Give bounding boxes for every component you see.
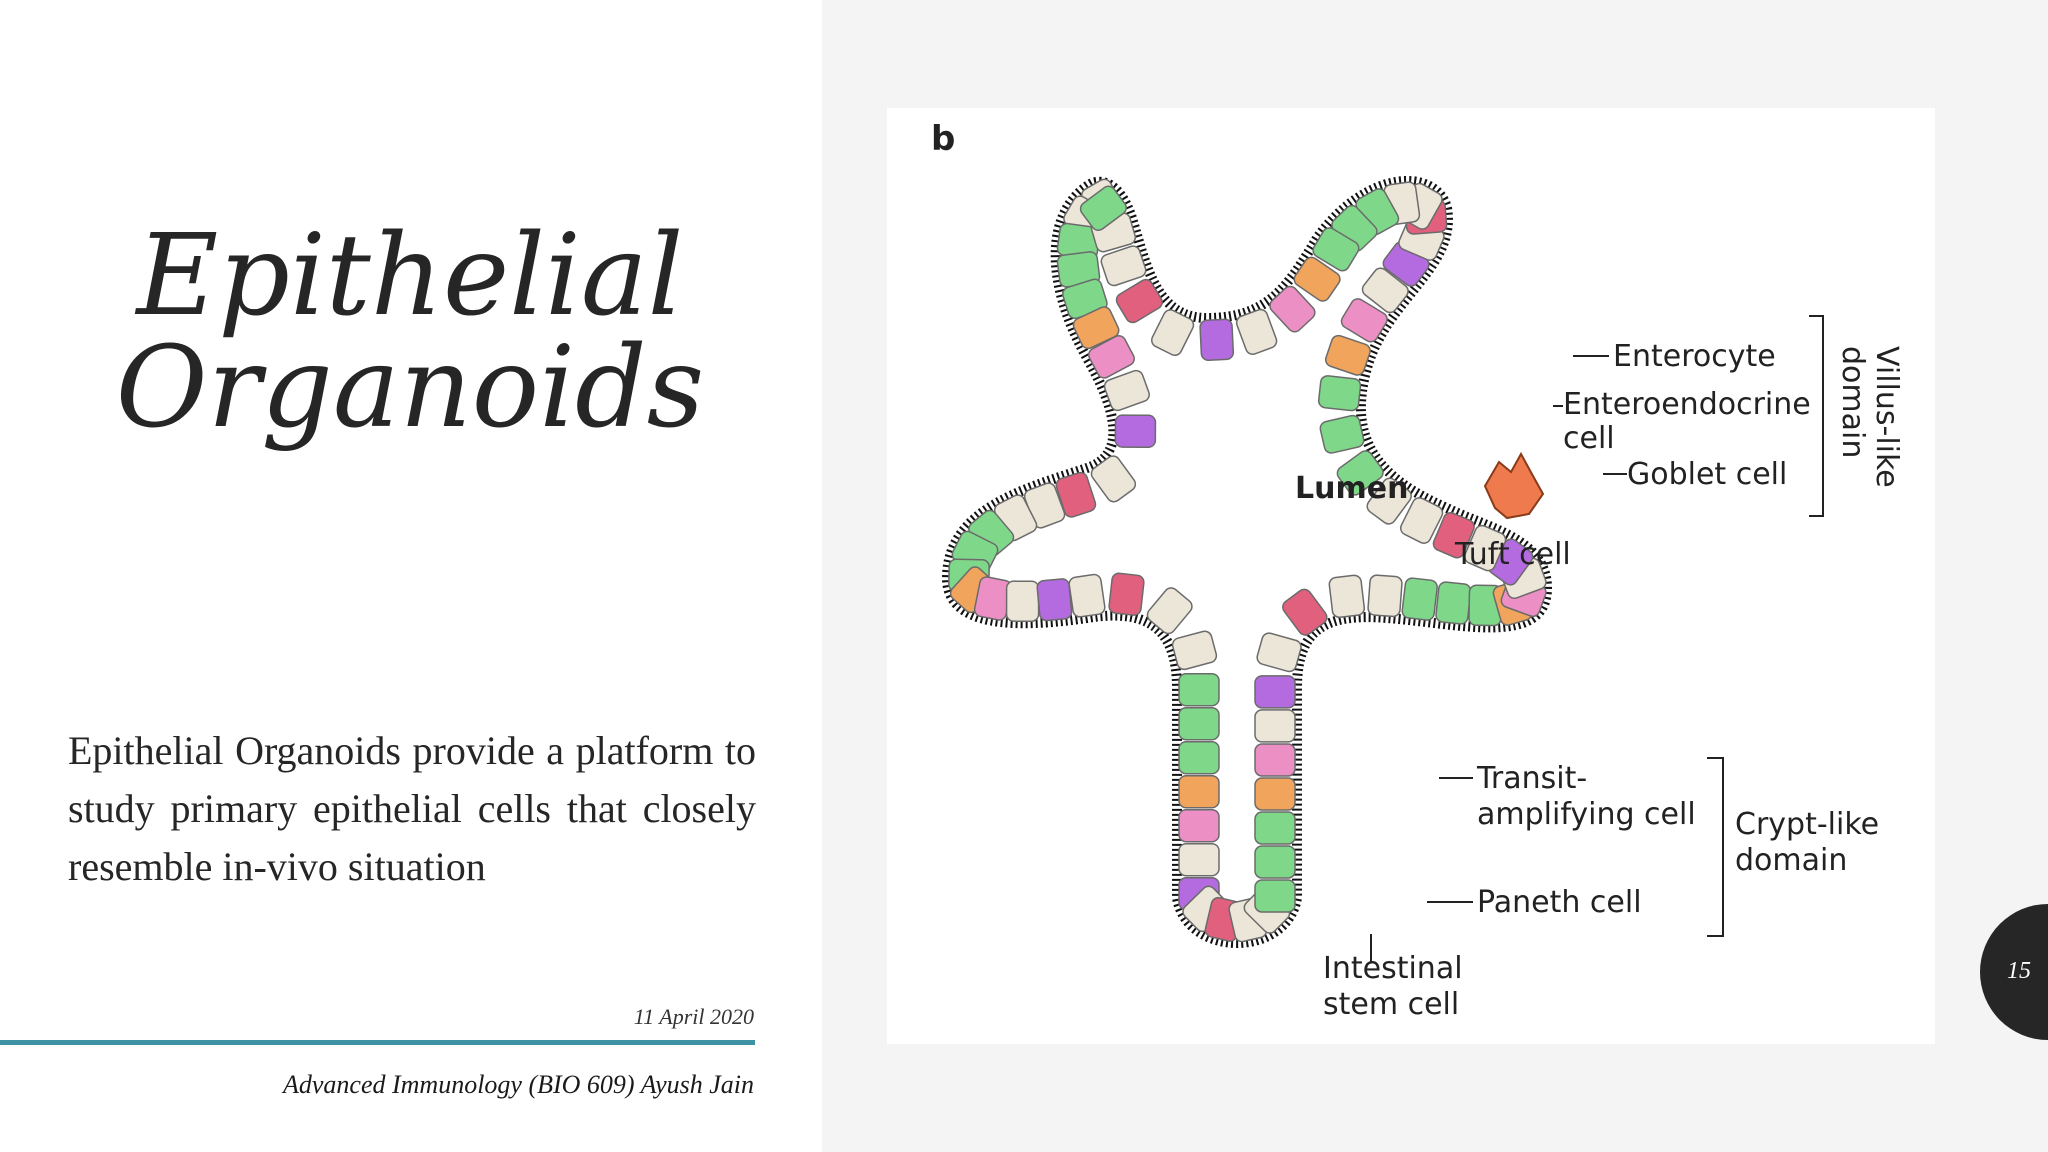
epithelial-cell [1178, 808, 1220, 843]
epithelial-cell [1178, 740, 1220, 775]
title-line-1: Epithelial [136, 211, 684, 341]
epithelial-cell [1254, 845, 1296, 879]
epithelial-cell [1178, 672, 1220, 707]
paneth-label: Paneth cell [1477, 885, 1642, 920]
epithelial-cell [1055, 471, 1097, 518]
epithelial-cell [1312, 227, 1360, 272]
epithelial-cell [1079, 185, 1127, 232]
epithelial-cell [1199, 318, 1235, 361]
epithelial-cell [1178, 706, 1220, 741]
epithelial-cell [1036, 578, 1073, 622]
enterocyte-label: Enterocyte [1613, 339, 1776, 374]
epithelial-cell [1114, 414, 1157, 449]
epithelial-cell [1269, 285, 1316, 333]
epithelial-cell [1254, 675, 1296, 709]
epithelial-cell [1340, 298, 1388, 343]
epithelial-cell [1108, 572, 1145, 616]
transit-label-2: amplifying cell [1477, 797, 1696, 832]
panel-letter: b [931, 119, 955, 159]
accent-rule [0, 1040, 755, 1045]
epithelial-cell [1435, 581, 1472, 625]
organoid-diagram: b Lumen Enterocyte Enteroendocrine cell … [931, 119, 1904, 1022]
epithelial-cell [1328, 574, 1366, 619]
epithelial-cell [1319, 414, 1365, 454]
epithelial-cell [1432, 511, 1475, 559]
epithelial-cell [1100, 245, 1147, 287]
stem-label-2: stem cell [1323, 987, 1459, 1022]
epithelial-cell [1005, 580, 1040, 622]
epithelial-cell [1171, 630, 1218, 671]
slide-date: 11 April 2020 [633, 1004, 754, 1029]
epithelial-cell [1254, 743, 1296, 777]
lumen-label: Lumen [1295, 471, 1408, 506]
goblet-label: Goblet cell [1627, 457, 1787, 492]
epithelial-cell [1072, 306, 1120, 350]
epithelial-cell [1401, 577, 1438, 621]
epithelial-cell [1399, 497, 1444, 544]
epithelial-cell [1178, 774, 1220, 809]
villus-label-2: domain [1835, 346, 1870, 458]
epithelial-cell [1317, 375, 1362, 412]
crypt-label-1: Crypt-like [1735, 807, 1879, 842]
epithelial-cell [1146, 587, 1193, 635]
epithelial-cell [1367, 574, 1403, 618]
stem-label-1: Intestinal [1323, 951, 1463, 986]
epithelial-cell [1361, 267, 1409, 314]
epithelial-cell [1324, 334, 1371, 376]
epithelial-cell [1254, 811, 1296, 845]
epithelial-cell [1463, 524, 1507, 572]
epithelial-cell [1068, 573, 1106, 618]
enteroendocrine-label-2: cell [1563, 421, 1615, 456]
epithelial-cell [1254, 879, 1296, 913]
epithelial-cell [1282, 588, 1328, 636]
epithelial-cell [1178, 842, 1220, 877]
epithelial-cell [1366, 477, 1412, 525]
epithelial-cell [1336, 450, 1384, 496]
epithelial-cell [1088, 335, 1135, 379]
slide-footer: Advanced Immunology (BIO 609) Ayush Jain [282, 1070, 754, 1099]
cell-layer [948, 178, 1547, 943]
epithelial-cell [1090, 455, 1137, 503]
epithelial-cell [1254, 777, 1296, 811]
epithelial-cell [1235, 308, 1278, 355]
slide-title: Epithelial Organoids [40, 220, 780, 444]
body-text: Epithelial Organoids provide a platform … [68, 728, 756, 889]
page-number: 15 [2007, 958, 2031, 984]
epithelial-cell [1103, 369, 1150, 412]
epithelial-cell [1256, 632, 1302, 673]
epithelial-cell [1254, 709, 1296, 743]
tuft-cell [1483, 451, 1545, 520]
transit-label-1: Transit- [1476, 761, 1587, 796]
epithelial-cell [1150, 309, 1195, 357]
villus-label-1: Villus-like [1869, 346, 1904, 488]
tuft-label: Tuft cell [1454, 537, 1571, 572]
epithelial-cell [1293, 256, 1341, 302]
epithelial-cell [1115, 278, 1163, 324]
enteroendocrine-label-1: Enteroendocrine [1563, 387, 1811, 422]
crypt-label-2: domain [1735, 843, 1847, 878]
title-line-2: Organoids [115, 323, 705, 453]
organoid-figure: b Lumen Enterocyte Enteroendocrine cell … [887, 108, 1935, 1044]
